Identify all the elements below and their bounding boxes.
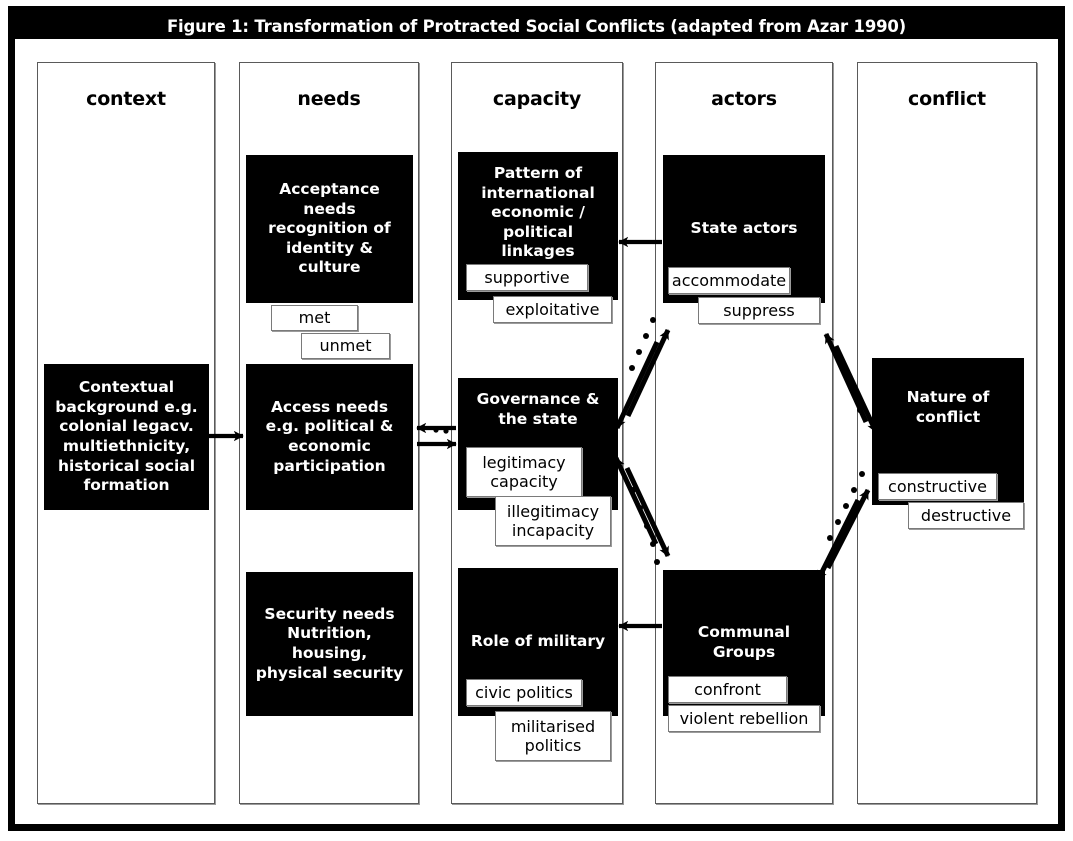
tag-confront[interactable]: confront	[668, 676, 787, 703]
tag-accommodate-label: accommodate	[671, 270, 787, 290]
tag-supportive[interactable]: supportive	[466, 264, 588, 291]
block-security-needs-label: Security needs Nutrition, housing, physi…	[255, 604, 404, 682]
column-header-needs: needs	[297, 88, 361, 110]
tag-suppress-label: suppress	[723, 300, 795, 320]
tag-militarised-politics[interactable]: militarised politics	[495, 711, 611, 761]
tag-unmet-label: unmet	[319, 336, 372, 356]
tag-constructive[interactable]: constructive	[878, 473, 997, 500]
block-contextual-background-label: Contextual background e.g. colonial lega…	[55, 378, 198, 495]
tag-illegitimacy-incapacity[interactable]: illegitimacy incapacity	[495, 496, 611, 546]
figure-title: Figure 1: Transformation of Protracted S…	[15, 13, 1058, 39]
tag-violent-rebellion-label: violent rebellion	[679, 708, 809, 728]
tag-civic-politics-label: civic politics	[475, 682, 573, 702]
tag-confront-label: confront	[694, 679, 761, 699]
tag-exploitative-label: exploitative	[505, 299, 600, 319]
column-header-actors: actors	[711, 88, 777, 110]
block-role-of-military-label: Role of military	[470, 632, 606, 651]
block-acceptance-needs: Acceptance needs recognition of identity…	[246, 155, 413, 303]
block-governance-state-label: Governance & the state	[476, 390, 600, 428]
tag-met-label: met	[298, 308, 331, 328]
block-state-actors-label: State actors	[690, 219, 798, 238]
block-acceptance-needs-label: Acceptance needs recognition of identity…	[268, 180, 391, 277]
block-communal-groups-label: Communal Groups	[697, 623, 791, 661]
column-header-context: context	[86, 88, 166, 110]
block-access-needs-label: Access needs e.g. political & economic p…	[265, 397, 394, 475]
block-international-linkages-label: Pattern of international economic / poli…	[481, 164, 595, 261]
tag-legitimacy-capacity-label: legitimacy capacity	[482, 452, 566, 491]
block-nature-of-conflict-label: Nature of conflict	[906, 388, 990, 426]
block-security-needs: Security needs Nutrition, housing, physi…	[246, 572, 413, 716]
tag-legitimacy-capacity[interactable]: legitimacy capacity	[466, 447, 582, 497]
tag-civic-politics[interactable]: civic politics	[466, 679, 582, 706]
tag-constructive-label: constructive	[888, 476, 987, 496]
tag-violent-rebellion[interactable]: violent rebellion	[668, 705, 820, 732]
column-header-capacity: capacity	[492, 88, 582, 110]
tag-accommodate[interactable]: accommodate	[668, 267, 790, 294]
tag-destructive[interactable]: destructive	[908, 502, 1024, 529]
block-access-needs: Access needs e.g. political & economic p…	[246, 364, 413, 510]
tag-destructive-label: destructive	[920, 505, 1012, 525]
block-international-linkages: Pattern of international economic / poli…	[458, 152, 618, 300]
block-contextual-background: Contextual background e.g. colonial lega…	[44, 364, 209, 510]
tag-unmet[interactable]: unmet	[301, 333, 390, 359]
tag-supportive-label: supportive	[484, 267, 570, 287]
tag-illegitimacy-incapacity-label: illegitimacy incapacity	[506, 501, 600, 540]
tag-suppress[interactable]: suppress	[698, 297, 820, 324]
tag-met[interactable]: met	[271, 305, 358, 331]
tag-exploitative[interactable]: exploitative	[493, 296, 612, 323]
column-header-conflict: conflict	[908, 88, 986, 110]
tag-militarised-politics-label: militarised politics	[510, 716, 596, 755]
